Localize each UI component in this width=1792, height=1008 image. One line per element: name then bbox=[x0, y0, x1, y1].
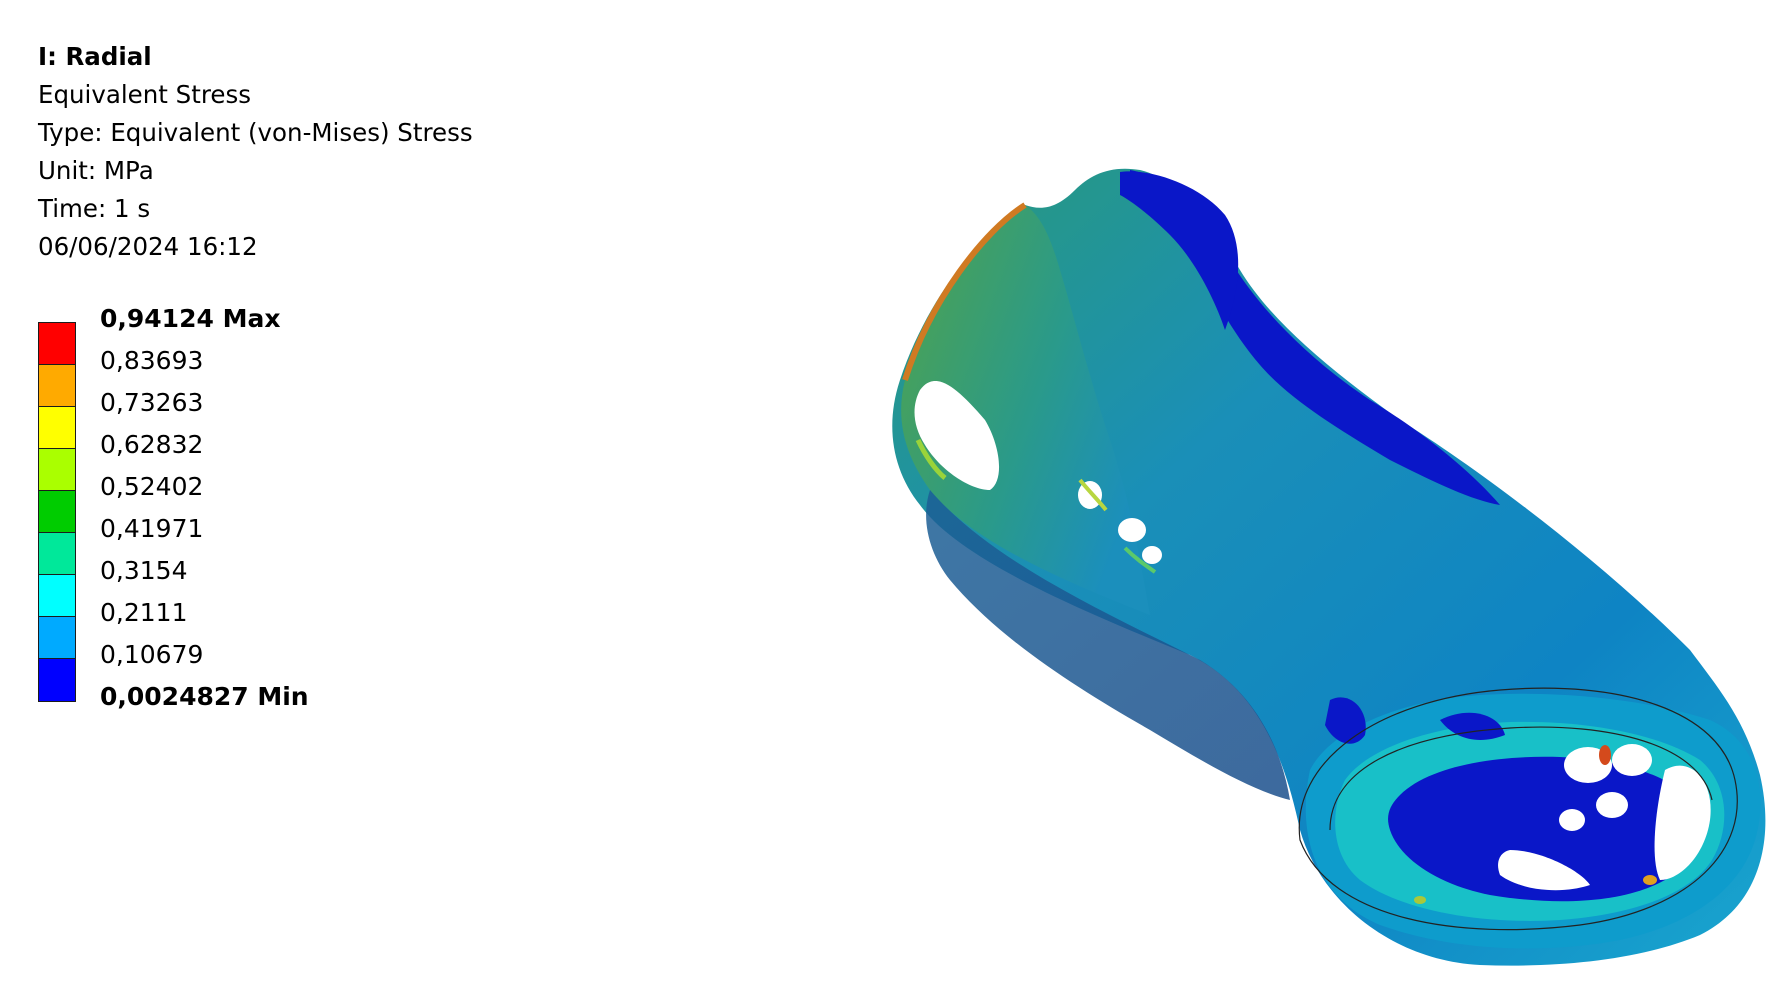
stress-legend[interactable]: 0,94124 Max 0,83693 0,73263 0,62832 0,52… bbox=[38, 304, 438, 724]
legend-swatch-1 bbox=[39, 323, 75, 365]
legend-label-7: 0,3154 bbox=[100, 556, 188, 585]
result-title: I: Radial bbox=[38, 42, 152, 71]
legend-swatch-4 bbox=[39, 449, 75, 491]
legend-label-9: 0,10679 bbox=[100, 640, 204, 669]
legend-swatch-6 bbox=[39, 533, 75, 575]
legend-swatch-8 bbox=[39, 617, 75, 659]
legend-label-min: 0,0024827 Min bbox=[100, 682, 309, 711]
legend-swatch-5 bbox=[39, 491, 75, 533]
legend-swatch-2 bbox=[39, 365, 75, 407]
result-name: Equivalent Stress bbox=[38, 80, 251, 109]
result-type: Type: Equivalent (von-Mises) Stress bbox=[38, 118, 473, 147]
result-info-block: I: Radial Equivalent Stress Type: Equiva… bbox=[38, 38, 473, 266]
result-timestamp: 06/06/2024 16:12 bbox=[38, 232, 258, 261]
legend-label-6: 0,41971 bbox=[100, 514, 204, 543]
legend-label-5: 0,52402 bbox=[100, 472, 204, 501]
legend-label-3: 0,73263 bbox=[100, 388, 204, 417]
legend-swatch-9 bbox=[39, 659, 75, 701]
result-unit: Unit: MPa bbox=[38, 156, 154, 185]
legend-swatch-3 bbox=[39, 407, 75, 449]
legend-label-2: 0,83693 bbox=[100, 346, 204, 375]
legend-label-4: 0,62832 bbox=[100, 430, 204, 459]
model-shell bbox=[892, 168, 1766, 966]
legend-color-bar bbox=[38, 322, 76, 702]
legend-swatch-7 bbox=[39, 575, 75, 617]
result-time: Time: 1 s bbox=[38, 194, 151, 223]
legend-label-max: 0,94124 Max bbox=[100, 304, 281, 333]
legend-label-8: 0,2111 bbox=[100, 598, 188, 627]
